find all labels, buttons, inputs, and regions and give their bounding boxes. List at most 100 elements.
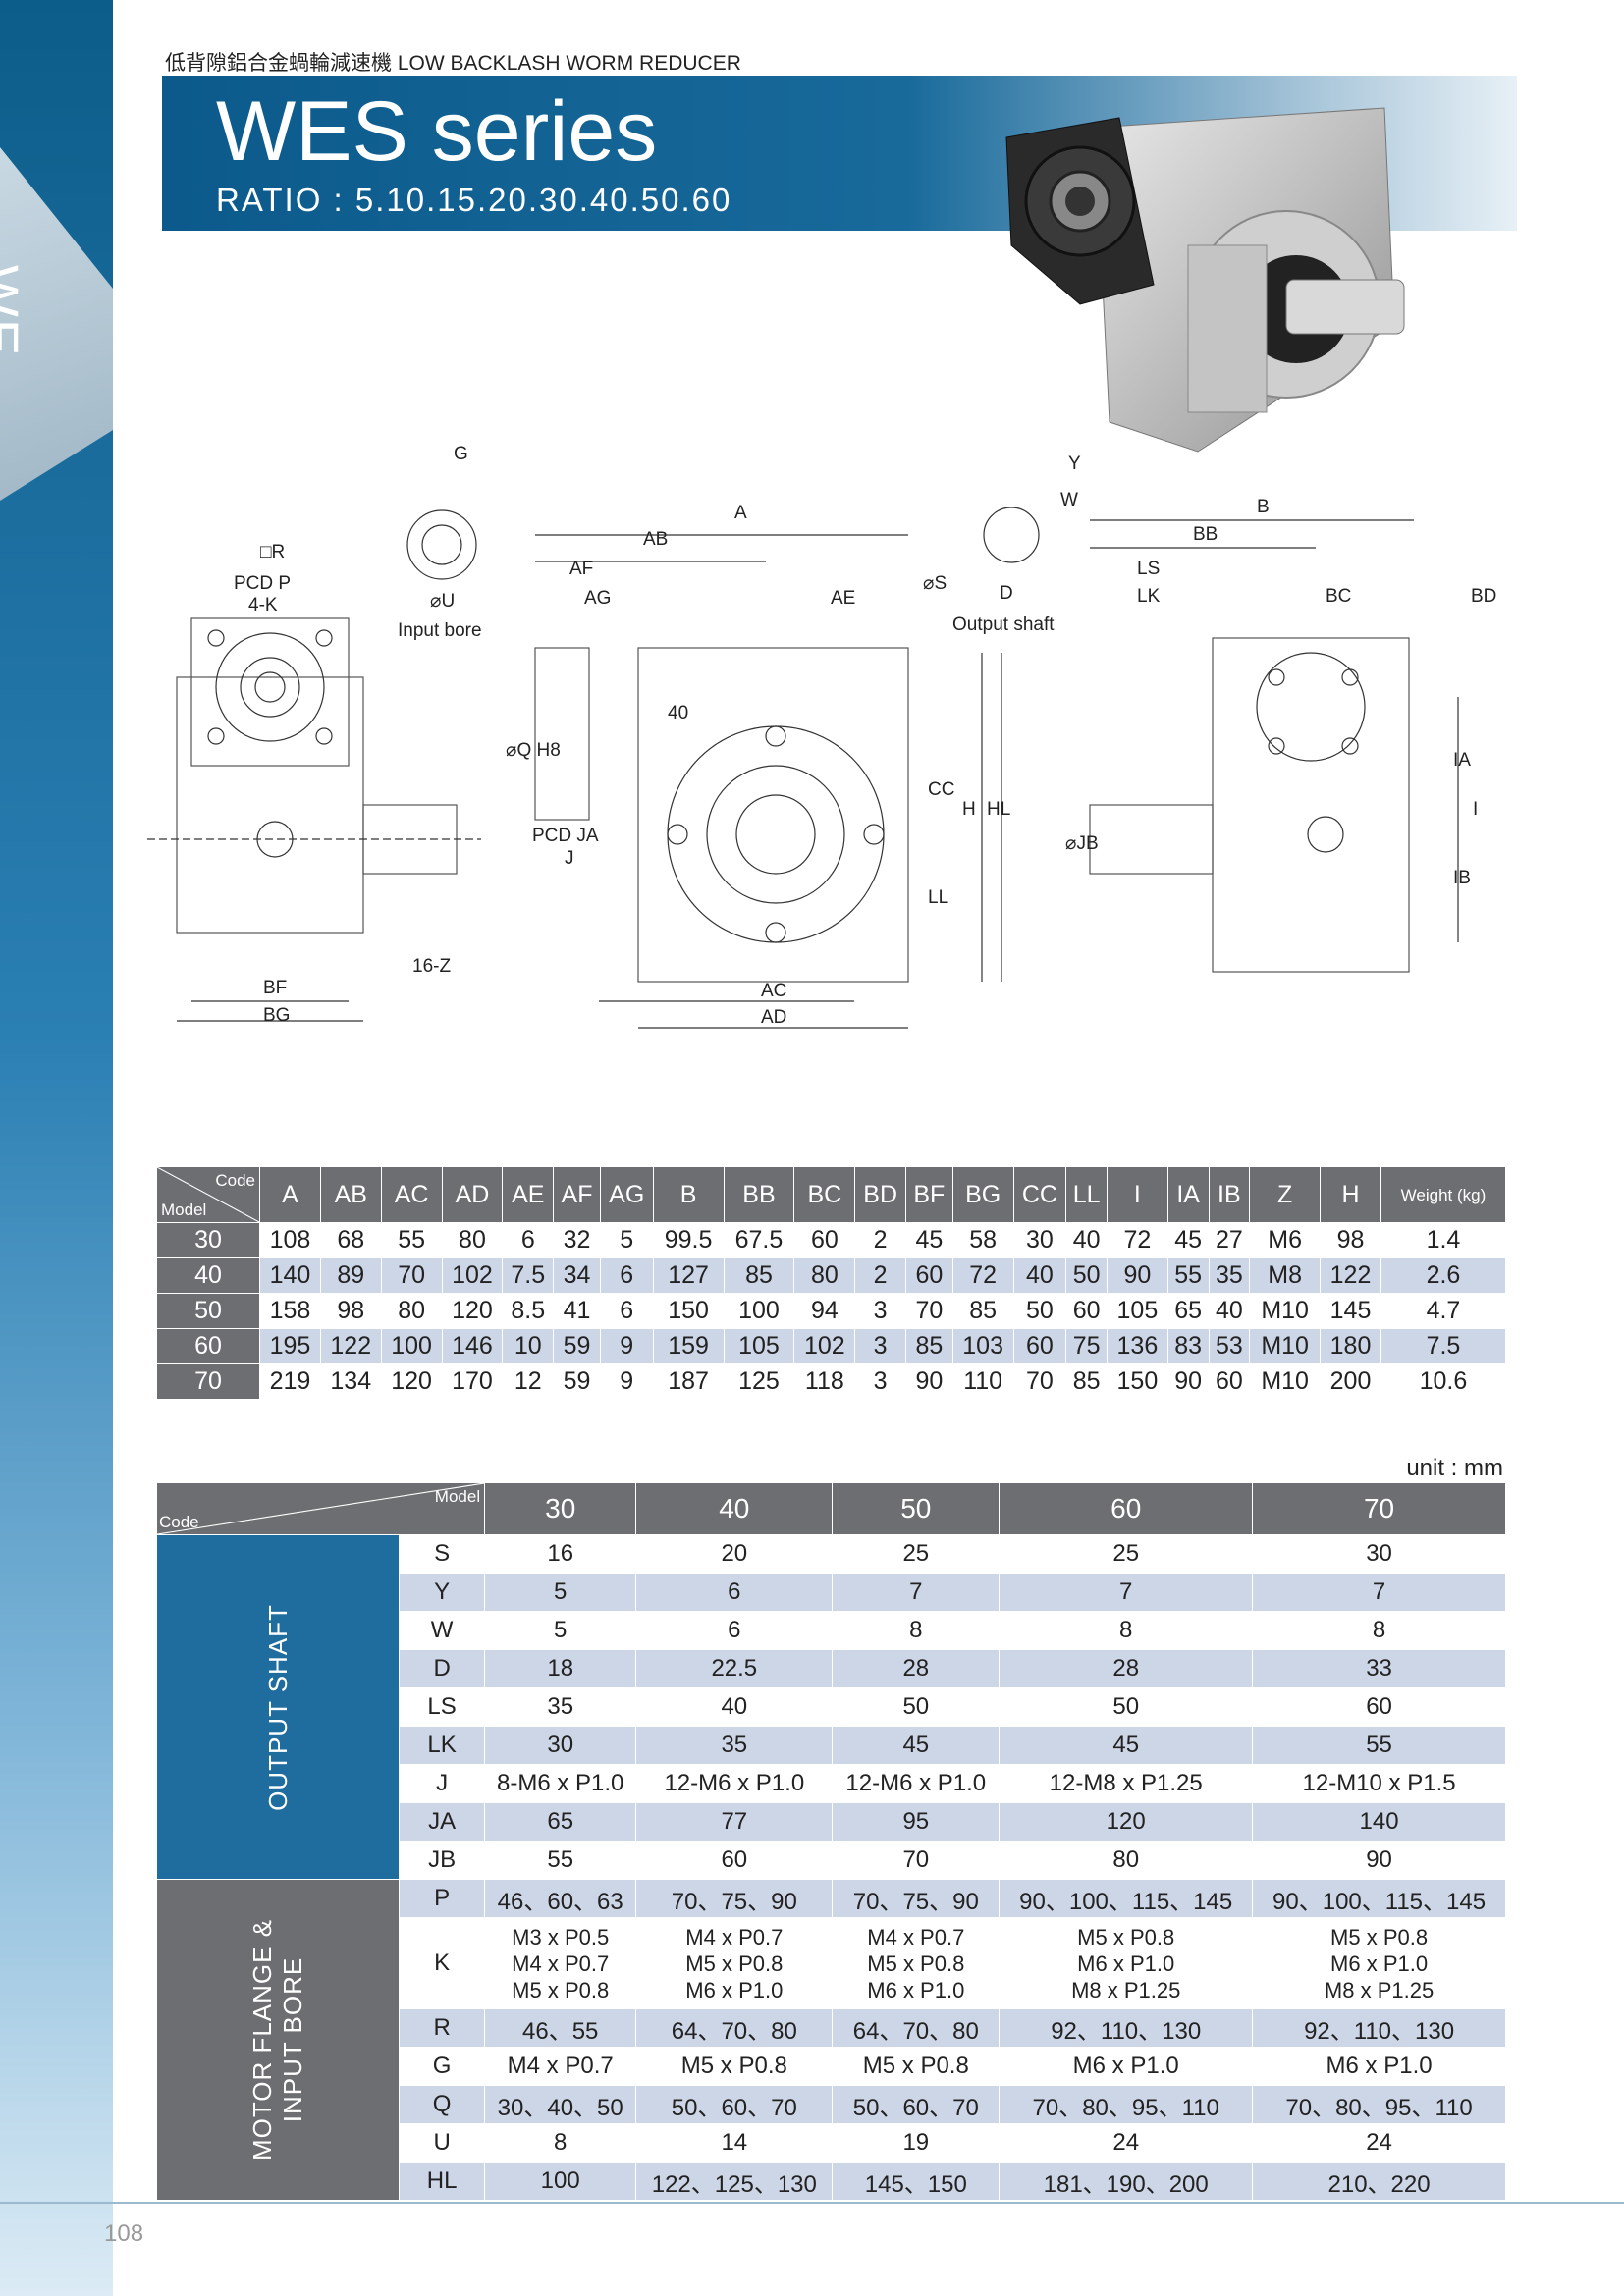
cell-line: M5 x P0.8: [512, 1977, 610, 2002]
row-code: U: [399, 2123, 486, 2163]
dim-bf: BF: [263, 978, 287, 998]
dim-j: J: [565, 848, 574, 869]
table-corner: Model Code: [155, 1482, 486, 1535]
table-cell: 12-M6 x P1.0: [832, 1764, 1001, 1803]
row-code: D: [399, 1649, 486, 1688]
table-cell: 92、110、130: [1252, 2008, 1506, 2048]
row-model: 50: [156, 1293, 260, 1329]
table-cell: 140: [1252, 1802, 1506, 1842]
model-header: 30: [484, 1482, 637, 1535]
table-cell: 122、125、130: [635, 2162, 834, 2201]
table-cell: 60: [905, 1257, 953, 1294]
table-cell: 10: [502, 1328, 555, 1364]
table-cell: 150: [652, 1293, 725, 1329]
table-cell: 40: [1065, 1222, 1108, 1258]
dimension-table: Code Model A AB AC AD AE AF AG B BB BC B…: [156, 1166, 1507, 1400]
table-cell: 68: [319, 1222, 382, 1258]
table-cell: 30、40、50: [484, 2085, 637, 2124]
page-subtitle: 低背隙鋁合金蝸輪減速機 LOW BACKLASH WORM REDUCER: [165, 52, 741, 75]
table-cell: 9: [599, 1328, 654, 1364]
table-cell: 3: [854, 1293, 906, 1329]
row-code: LS: [399, 1687, 486, 1727]
table-cell: 50: [999, 1687, 1254, 1727]
col-header: AD: [441, 1166, 504, 1223]
corner-model-label: Model: [161, 1201, 207, 1219]
dim-jb: ⌀JB: [1065, 833, 1099, 854]
table-cell: 28: [832, 1649, 1001, 1688]
row-code: LK: [399, 1726, 486, 1765]
table-cell: 7: [999, 1573, 1254, 1612]
table-cell: 45: [905, 1222, 953, 1258]
table-cell: 7: [1252, 1573, 1506, 1612]
footer-divider: [0, 2202, 1624, 2204]
table-cell: 46、55: [484, 2008, 637, 2048]
row-code: W: [399, 1611, 486, 1650]
group-label-line: MOTOR FLANGE &: [247, 1918, 278, 2162]
side-band: WE: [0, 0, 113, 2296]
row-code: J: [399, 1764, 486, 1803]
dim-y: Y: [1068, 454, 1081, 474]
row-code: HL: [399, 2162, 486, 2201]
dim-ad: AD: [761, 1007, 786, 1028]
table-cell: 181、190、200: [999, 2162, 1254, 2201]
row-model: 40: [156, 1257, 260, 1294]
table-cell: 125: [723, 1363, 795, 1400]
table-cell: 30: [484, 1726, 637, 1765]
col-header: AE: [502, 1166, 555, 1223]
table-cell: 70: [832, 1841, 1001, 1880]
table-cell: 72: [1106, 1222, 1168, 1258]
cell-line: M4 x P0.7: [685, 1924, 784, 1949]
cell-line: M5 x P0.8: [685, 1950, 784, 1976]
table-cell: 180: [1320, 1328, 1381, 1364]
table-cell: 35: [1208, 1257, 1251, 1294]
output-shaft-label: Output shaft: [952, 614, 1055, 635]
table-cell: 19: [832, 2123, 1001, 2163]
table-header-row: Code Model A AB AC AD AE AF AG B BB BC B…: [156, 1166, 1507, 1223]
model-header: 60: [999, 1482, 1254, 1535]
dim-4k: 4-K: [248, 595, 278, 615]
cell-line: M6 x P1.0: [1077, 1950, 1175, 1976]
table-cell: M6 x P1.0: [1252, 2047, 1506, 2086]
table-cell: 99.5: [652, 1222, 725, 1258]
col-header: B: [652, 1166, 725, 1223]
table-cell: 60: [793, 1222, 856, 1258]
col-header: Z: [1249, 1166, 1322, 1223]
table-cell: 6: [635, 1573, 834, 1612]
table-cell: 140: [259, 1257, 321, 1294]
cell-line: M5 x P0.8: [867, 1950, 965, 1976]
table-cell: 10.6: [1380, 1363, 1507, 1400]
table-cell: 108: [259, 1222, 321, 1258]
table-cell: 158: [259, 1293, 321, 1329]
table-cell: 12: [502, 1363, 555, 1400]
table-cell: 8.5: [502, 1293, 555, 1329]
table-cell: 2.6: [1380, 1257, 1507, 1294]
table-cell: 94: [793, 1293, 856, 1329]
table-cell: 2: [854, 1222, 906, 1258]
col-header: AB: [319, 1166, 382, 1223]
dim-16z: 16-Z: [412, 956, 451, 977]
table-cell: 127: [652, 1257, 725, 1294]
col-header: CC: [1012, 1166, 1067, 1223]
table-cell: 100: [484, 2162, 637, 2201]
table-cell: 110: [951, 1363, 1014, 1400]
table-cell: 120: [380, 1363, 443, 1400]
dim-d: D: [1000, 583, 1013, 604]
dim-ab: AB: [643, 529, 668, 550]
table-cell: 2: [854, 1257, 906, 1294]
table-cell: 219: [259, 1363, 321, 1400]
table-cell: 55: [484, 1841, 637, 1880]
row-code: Y: [399, 1573, 486, 1612]
table-cell: 33: [1252, 1649, 1506, 1688]
table-cell: 122: [319, 1328, 382, 1364]
table-cell: 136: [1106, 1328, 1168, 1364]
table-cell: 45: [999, 1726, 1254, 1765]
cell-line: M5 x P0.8: [1077, 1924, 1175, 1949]
table-cell: 85: [951, 1293, 1014, 1329]
dim-a: A: [734, 503, 747, 523]
table-cell: 60: [1012, 1328, 1067, 1364]
